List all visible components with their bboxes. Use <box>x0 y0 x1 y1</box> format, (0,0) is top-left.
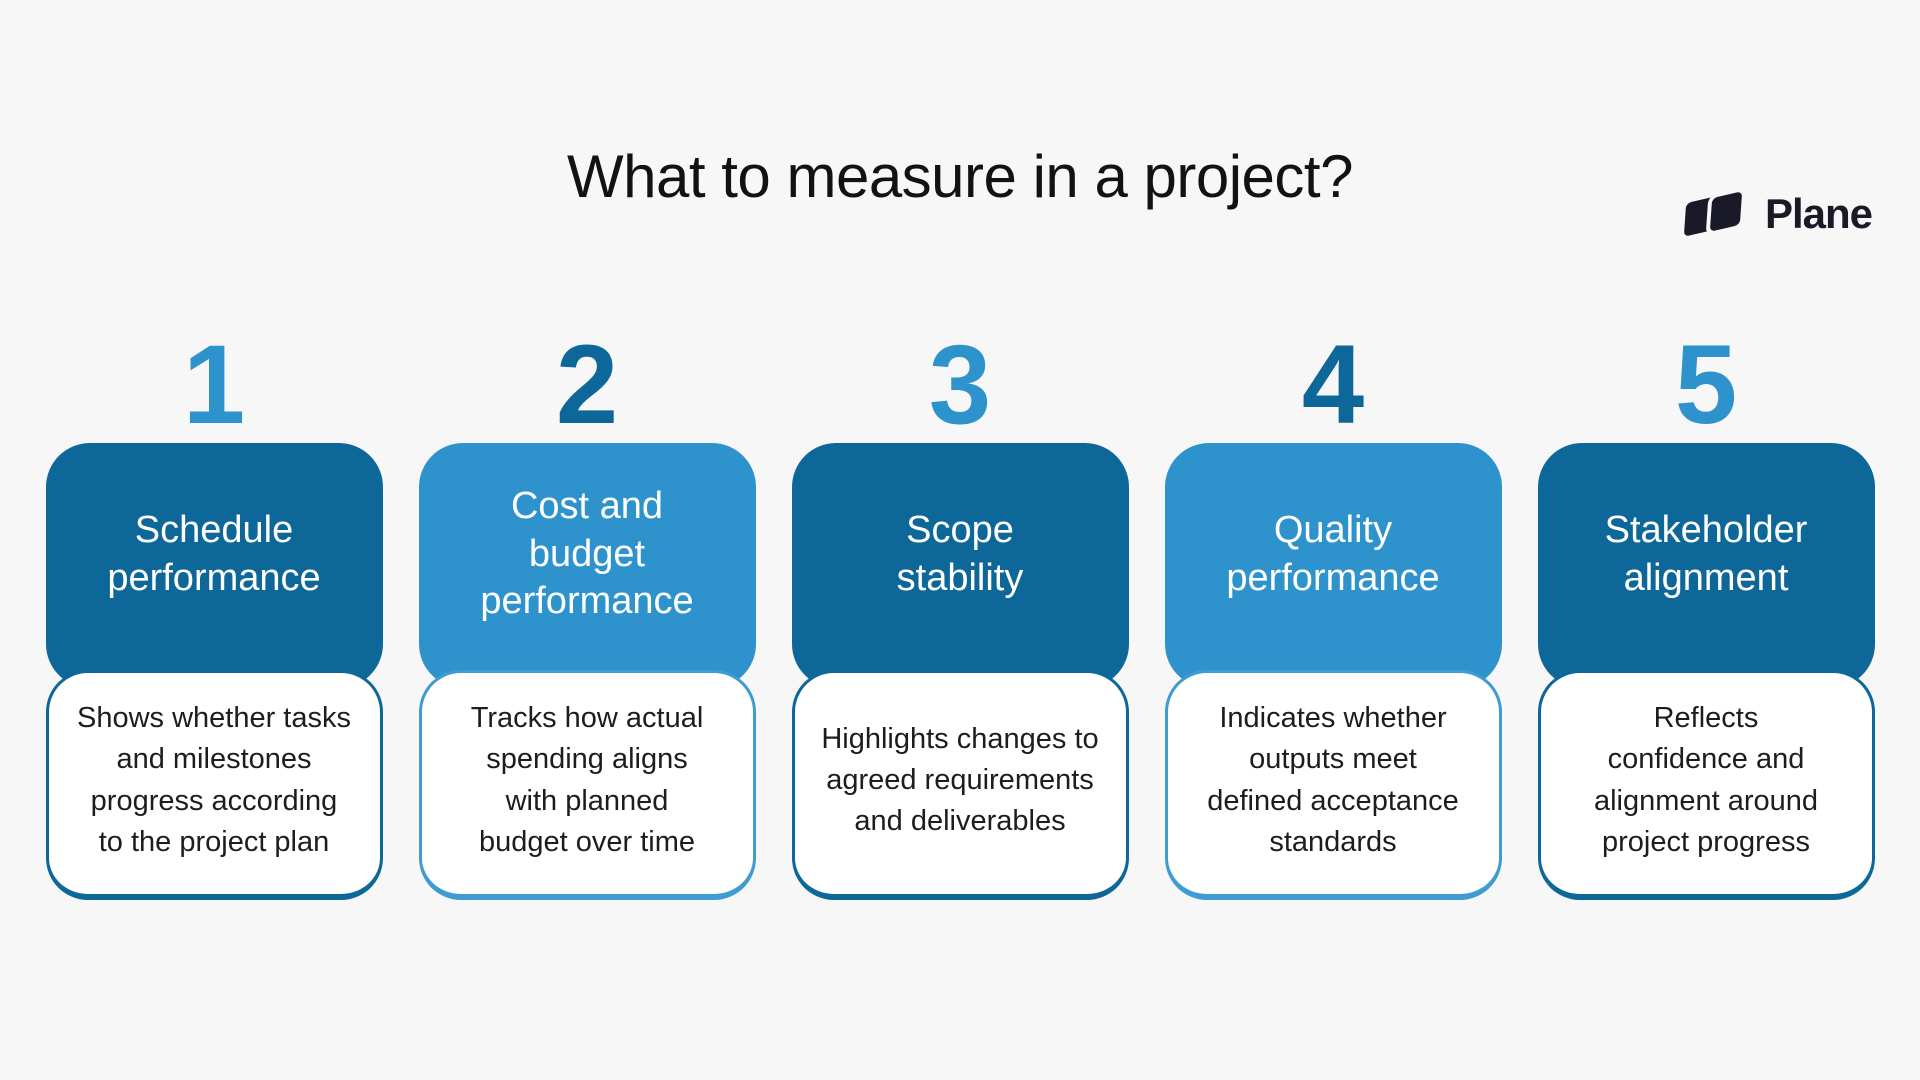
card-description-box: Tracks how actual spending aligns with p… <box>418 670 756 900</box>
plane-logo-mark-icon <box>1681 188 1751 240</box>
card-title: Schedule performance <box>107 508 321 599</box>
card-title: Scope stability <box>896 508 1024 599</box>
card-description: Indicates whether outputs meet defined a… <box>1207 702 1459 858</box>
card-title: Quality performance <box>1226 508 1440 599</box>
card-header: Quality performance <box>1164 443 1502 688</box>
logo-pane-right-icon <box>1709 191 1743 232</box>
card-description: Reflects confidence and alignment around… <box>1593 702 1819 858</box>
cards-row: 1 Schedule performance Shows whether tas… <box>0 329 1920 900</box>
page-title: What to measure in a project? <box>567 143 1353 210</box>
brand-name: Plane <box>1764 190 1873 237</box>
card-number: 3 <box>928 322 992 447</box>
card-title: Cost and budget performance <box>480 484 694 623</box>
card-header: Cost and budget performance <box>418 443 756 688</box>
card-number: 2 <box>555 322 619 447</box>
card-description: Highlights changes to agreed requirement… <box>821 722 1099 838</box>
card-description-box: Shows whether tasks and milestones progr… <box>45 670 383 900</box>
brand-logo: Plane <box>1681 188 1873 240</box>
card-number: 1 <box>182 322 246 447</box>
card-header: Scope stability <box>791 443 1129 688</box>
card-schedule-performance: 1 Schedule performance Shows whether tas… <box>45 322 383 900</box>
card-number: 4 <box>1301 322 1365 447</box>
card-number: 5 <box>1674 322 1738 447</box>
card-cost-budget-performance: 2 Cost and budget performance Tracks how… <box>418 322 756 900</box>
card-title: Stakeholder alignment <box>1604 508 1808 599</box>
card-header: Stakeholder alignment <box>1537 443 1875 688</box>
card-description-box: Indicates whether outputs meet defined a… <box>1164 670 1502 900</box>
card-description: Shows whether tasks and milestones progr… <box>76 702 351 858</box>
card-description: Tracks how actual spending aligns with p… <box>470 702 704 858</box>
card-description-box: Reflects confidence and alignment around… <box>1537 670 1875 900</box>
card-description-box: Highlights changes to agreed requirement… <box>791 670 1129 900</box>
card-quality-performance: 4 Quality performance Indicates whether … <box>1164 322 1502 900</box>
card-header: Schedule performance <box>45 443 383 688</box>
card-stakeholder-alignment: 5 Stakeholder alignment Reflects confide… <box>1537 322 1875 900</box>
card-scope-stability: 3 Scope stability Highlights changes to … <box>791 322 1129 900</box>
